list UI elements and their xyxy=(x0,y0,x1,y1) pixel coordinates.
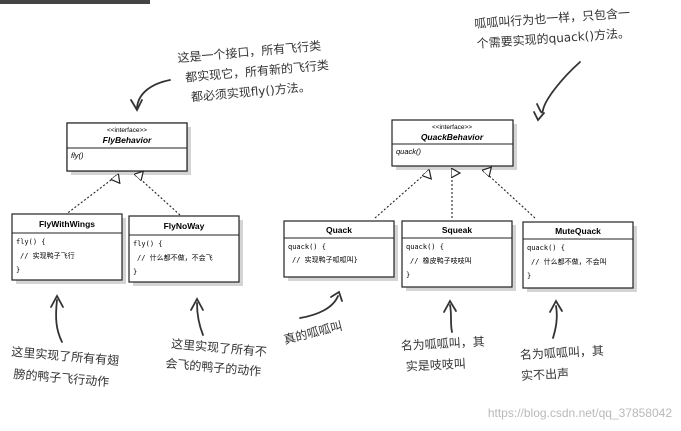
fly-interface-name: FlyBehavior xyxy=(103,135,152,145)
arrow-note-to-mutequack xyxy=(552,305,558,339)
arrowhead-note-to-quack xyxy=(330,290,343,302)
note-squeak: 名为呱呱叫，其 实是吱吱叫 xyxy=(400,334,485,374)
note-fly-with-wings-line-2: 膀的鸭子飞行动作 xyxy=(13,366,110,389)
mute-quack-line-3: } xyxy=(527,272,531,280)
mute-quack-class-name: MuteQuack xyxy=(555,226,601,236)
note-mute-quack-line-1: 名为呱呱叫，其 xyxy=(520,343,605,362)
note-mute-quack: 名为呱呱叫，其 实不出声 xyxy=(520,343,605,383)
squeak-class-line-1: quack() { xyxy=(406,243,444,251)
pointer-arrows xyxy=(50,61,581,343)
arrow-flynoway-to-flybehavior xyxy=(138,177,181,216)
quack-interface-method: quack() xyxy=(396,147,422,156)
arrow-note-to-squeak xyxy=(449,304,453,333)
arrow-mutequack-to-quackbehavior xyxy=(486,173,536,219)
fly-with-wings-class: FlyWithWings fly() { // 实现鸭子飞行 } xyxy=(11,213,126,284)
arrow-note-to-flywithwings xyxy=(55,299,63,343)
mute-quack-line-1: quack() { xyxy=(527,244,565,252)
quack-class-line-1: quack() { xyxy=(288,243,326,251)
fly-no-way-line-3: } xyxy=(133,268,137,276)
note-fly-interface: 这是一个接口，所有飞行类 都实现它，所有新的飞行类 都必须实现fly()方法。 xyxy=(177,38,329,104)
arrowhead-note-to-flynoway xyxy=(190,297,204,311)
fly-with-wings-line-2: // 实现鸭子飞行 xyxy=(20,251,75,260)
quack-class: Quack quack() { // 实现鸭子呱呱叫} xyxy=(283,220,398,281)
cropped-header-strip xyxy=(0,0,150,4)
fly-no-way-line-1: fly() { xyxy=(133,240,163,248)
arrowhead-note-to-mutequack xyxy=(549,299,563,313)
note-quack-interface: 呱呱叫行为也一样，只包含一 个需要实现的quack()方法。 xyxy=(474,5,631,51)
arrow-note-to-flybehavior xyxy=(136,79,171,109)
fly-no-way-name: FlyNoWay xyxy=(164,221,205,231)
fly-behavior-interface: <<interface>> FlyBehavior fly() xyxy=(66,122,191,175)
arrow-note-to-quack xyxy=(299,295,339,319)
fly-with-wings-line-1: fly() { xyxy=(16,238,46,246)
realization-arrows xyxy=(64,173,536,219)
watermark: https://blog.csdn.net/qq_37858042 xyxy=(488,406,672,420)
fly-with-wings-line-3: } xyxy=(16,266,20,274)
note-fly-no-way-line-1: 这里实现了所有不 xyxy=(171,336,268,359)
note-fly-no-way: 这里实现了所有不 会飞的鸭子的动作 xyxy=(165,336,268,379)
quack-class-name: Quack xyxy=(326,225,352,235)
arrow-note-to-flynoway xyxy=(196,302,204,336)
quack-class-line-2: // 实现鸭子呱呱叫} xyxy=(292,255,358,264)
arrowhead-note-to-quackbehavior xyxy=(533,111,545,122)
fly-interface-stereotype: <<interface>> xyxy=(107,127,147,134)
fly-no-way-class: FlyNoWay fly() { // 什么都不做，不会飞 } xyxy=(128,215,243,286)
arrow-note-to-quackbehavior xyxy=(536,61,581,114)
squeak-class-line-3: } xyxy=(406,271,410,279)
arrow-quack-to-quackbehavior xyxy=(374,173,426,219)
mute-quack-class: MuteQuack quack() { // 什么都不做，不会叫 } xyxy=(522,221,637,292)
note-squeak-line-1: 名为呱呱叫，其 xyxy=(400,334,485,353)
note-fly-no-way-line-2: 会飞的鸭子的动作 xyxy=(165,355,262,378)
quack-behavior-interface: <<interface>> QuackBehavior quack() xyxy=(391,119,517,170)
arrowhead-note-to-flybehavior xyxy=(130,99,143,112)
quack-interface-name: QuackBehavior xyxy=(421,132,484,142)
squeak-class-line-2: // 橡皮鸭子吱吱叫 xyxy=(410,256,472,265)
arrowhead-note-to-flywithwings xyxy=(50,294,64,308)
quack-interface-stereotype: <<interface>> xyxy=(432,124,472,131)
squeak-class: Squeak quack() { // 橡皮鸭子吱吱叫 } xyxy=(401,220,516,291)
fly-with-wings-name: FlyWithWings xyxy=(39,219,95,229)
fly-interface-method: fly() xyxy=(71,151,84,160)
note-mute-quack-line-2: 实不出声 xyxy=(521,366,570,383)
mute-quack-line-2: // 什么都不做，不会叫 xyxy=(531,257,607,266)
note-fly-with-wings: 这里实现了所有有翅 膀的鸭子飞行动作 xyxy=(11,344,120,390)
fly-no-way-line-2: // 什么都不做，不会飞 xyxy=(137,253,213,262)
arrowhead-note-to-squeak xyxy=(443,299,457,313)
note-squeak-line-2: 实是吱吱叫 xyxy=(405,356,466,374)
note-quack: 真的呱呱叫 xyxy=(282,318,344,347)
squeak-class-name: Squeak xyxy=(442,225,473,235)
arrow-flywithwings-to-flybehavior xyxy=(64,177,115,216)
note-fly-with-wings-line-1: 这里实现了所有有翅 xyxy=(11,344,120,368)
note-quack-line-1: 真的呱呱叫 xyxy=(282,318,344,347)
